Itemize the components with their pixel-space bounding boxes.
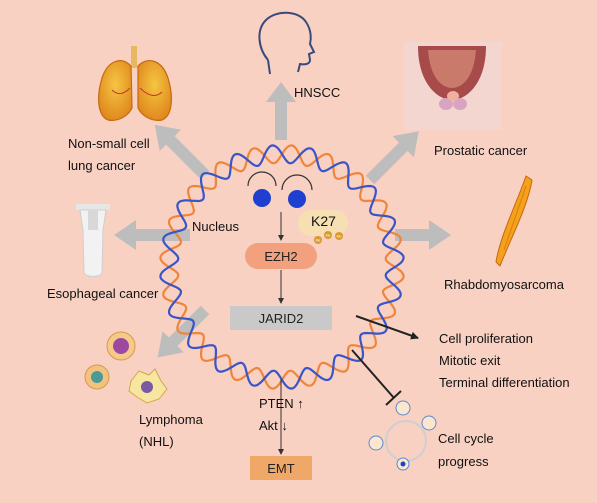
cell-cycle-label-line2: progress [438, 454, 489, 469]
nsclc-label-line1: Non-small cell [68, 136, 150, 151]
esophagus-icon [76, 204, 110, 277]
jarid2-label: JARID2 [258, 310, 304, 326]
effect-item-proliferation: Cell proliferation [439, 331, 533, 346]
ezh2-box: EZH2 [245, 243, 317, 269]
effect-item-mitotic-exit: Mitotic exit [439, 353, 501, 368]
lymphoma-label-line2: (NHL) [139, 434, 174, 449]
ezh2-label: EZH2 [264, 248, 298, 264]
dna-helix-ring [159, 144, 405, 390]
emt-label: EMT [267, 460, 295, 476]
histone-icon: Me Me Me [247, 171, 348, 244]
inhibition-to-cell-cycle [351, 349, 402, 406]
muscle-icon [495, 175, 533, 267]
histone-mark-label: K27 [311, 213, 336, 229]
head-icon [258, 11, 316, 75]
methyl-tag-3: Me [337, 235, 342, 239]
arrow-to-rhabdo [395, 220, 451, 250]
jarid2-box: JARID2 [230, 306, 332, 330]
akt-label: Akt ↓ [259, 418, 288, 433]
arrow-to-lymphoma [157, 305, 210, 358]
lungs-icon [98, 46, 172, 121]
nsclc-label-line2: lung cancer [68, 158, 136, 173]
pten-label: PTEN ↑ [259, 396, 304, 411]
effect-item-terminal-diff: Terminal differentiation [439, 375, 570, 390]
arrow-to-hnscc [266, 82, 296, 140]
outward-arrows [114, 82, 451, 358]
dna-strand-blue [159, 144, 405, 390]
emt-box: EMT [250, 456, 312, 480]
prostate-icon [404, 42, 502, 130]
methyl-tag-1: Me [316, 239, 321, 243]
cell-cycle-icon [368, 400, 437, 471]
arrow-to-prostatic [365, 131, 419, 185]
cell-cycle-label-line1: Cell cycle [438, 431, 494, 446]
methyl-groups: Me Me Me [314, 231, 343, 244]
arrow-to-nsclc [154, 124, 210, 180]
methyl-tag-2: Me [326, 234, 331, 238]
hnscc-label: HNSCC [294, 85, 341, 100]
nucleus-label: Nucleus [192, 219, 239, 234]
rhabdo-label: Rhabdomyosarcoma [444, 277, 564, 292]
lymphoma-cells [84, 331, 168, 404]
lymphoma-label-line1: Lymphoma [139, 412, 203, 427]
prostatic-label: Prostatic cancer [434, 143, 528, 158]
esophageal-label: Esophageal cancer [47, 286, 159, 301]
arrow-to-cell-effects [355, 315, 419, 340]
